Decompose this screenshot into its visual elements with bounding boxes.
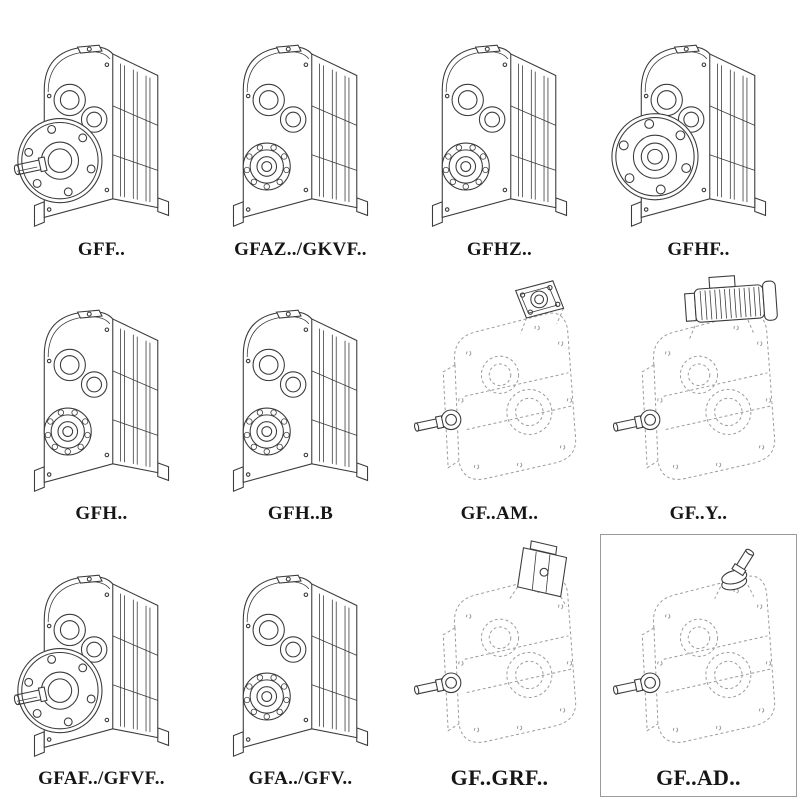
catalog-cell: GF..AM.. [400,269,599,534]
gearbox-figure-svg [612,275,778,480]
catalog-cell: GF..AD.. [599,533,798,798]
gearbox-figure-svg [232,574,368,757]
gearbox-figure-svg [413,280,576,480]
gearbox-drawing [2,533,201,769]
gearbox-figure-svg [612,548,775,743]
model-label: GFHF.. [667,238,730,260]
catalog-cell: GFH..B [201,269,400,534]
model-label: GFH..B [267,503,334,525]
gearbox-figure-svg [232,309,368,493]
model-label: GFAF../GFVF.. [38,768,165,790]
gearbox-drawing [201,4,400,240]
gearbox-drawing [400,4,599,240]
model-label: GF..AD.. [656,764,741,790]
catalog-cell: GF..GRF.. [400,533,599,798]
catalog-cell: GFH.. [2,269,201,534]
gearbox-figure-svg [413,540,576,743]
gearbox-drawing [400,533,599,765]
model-label: GF..Y.. [669,503,728,525]
catalog-cell: GFHF.. [599,4,798,269]
gearbox-figure-svg [13,574,169,757]
gearbox-drawing [201,533,400,769]
gearbox-figure-svg [610,44,766,228]
gearbox-drawing [599,4,798,240]
model-label: GFH.. [75,503,128,525]
gearbox-grid: GFF.. GFAZ../GKVF.. GFHZ.. GFHF.. GFH.. … [2,4,798,798]
catalog-cell: GFAZ../GKVF.. [201,4,400,269]
gearbox-figure-svg [431,44,567,228]
gearbox-figure-svg [232,44,368,228]
gearbox-drawing [201,269,400,505]
gearbox-drawing [599,269,798,505]
model-label: GFHZ.. [466,238,533,260]
gearbox-figure-svg [13,44,169,228]
model-label: GFA../GFV.. [248,768,353,790]
gearbox-drawing [400,269,599,505]
catalog-cell: GFAF../GFVF.. [2,533,201,798]
model-label: GFAZ../GKVF.. [234,238,367,260]
model-label: GF..GRF.. [450,764,549,790]
model-label: GFF.. [77,238,126,260]
catalog-cell: GFHZ.. [400,4,599,269]
gearbox-figure-svg [33,309,169,493]
gearbox-drawing [2,4,201,240]
catalog-cell: GF..Y.. [599,269,798,534]
gearbox-drawing [599,533,798,765]
model-label: GF..AM.. [460,503,539,525]
catalog-cell: GFF.. [2,4,201,269]
gearbox-drawing [2,269,201,505]
catalog-cell: GFA../GFV.. [201,533,400,798]
